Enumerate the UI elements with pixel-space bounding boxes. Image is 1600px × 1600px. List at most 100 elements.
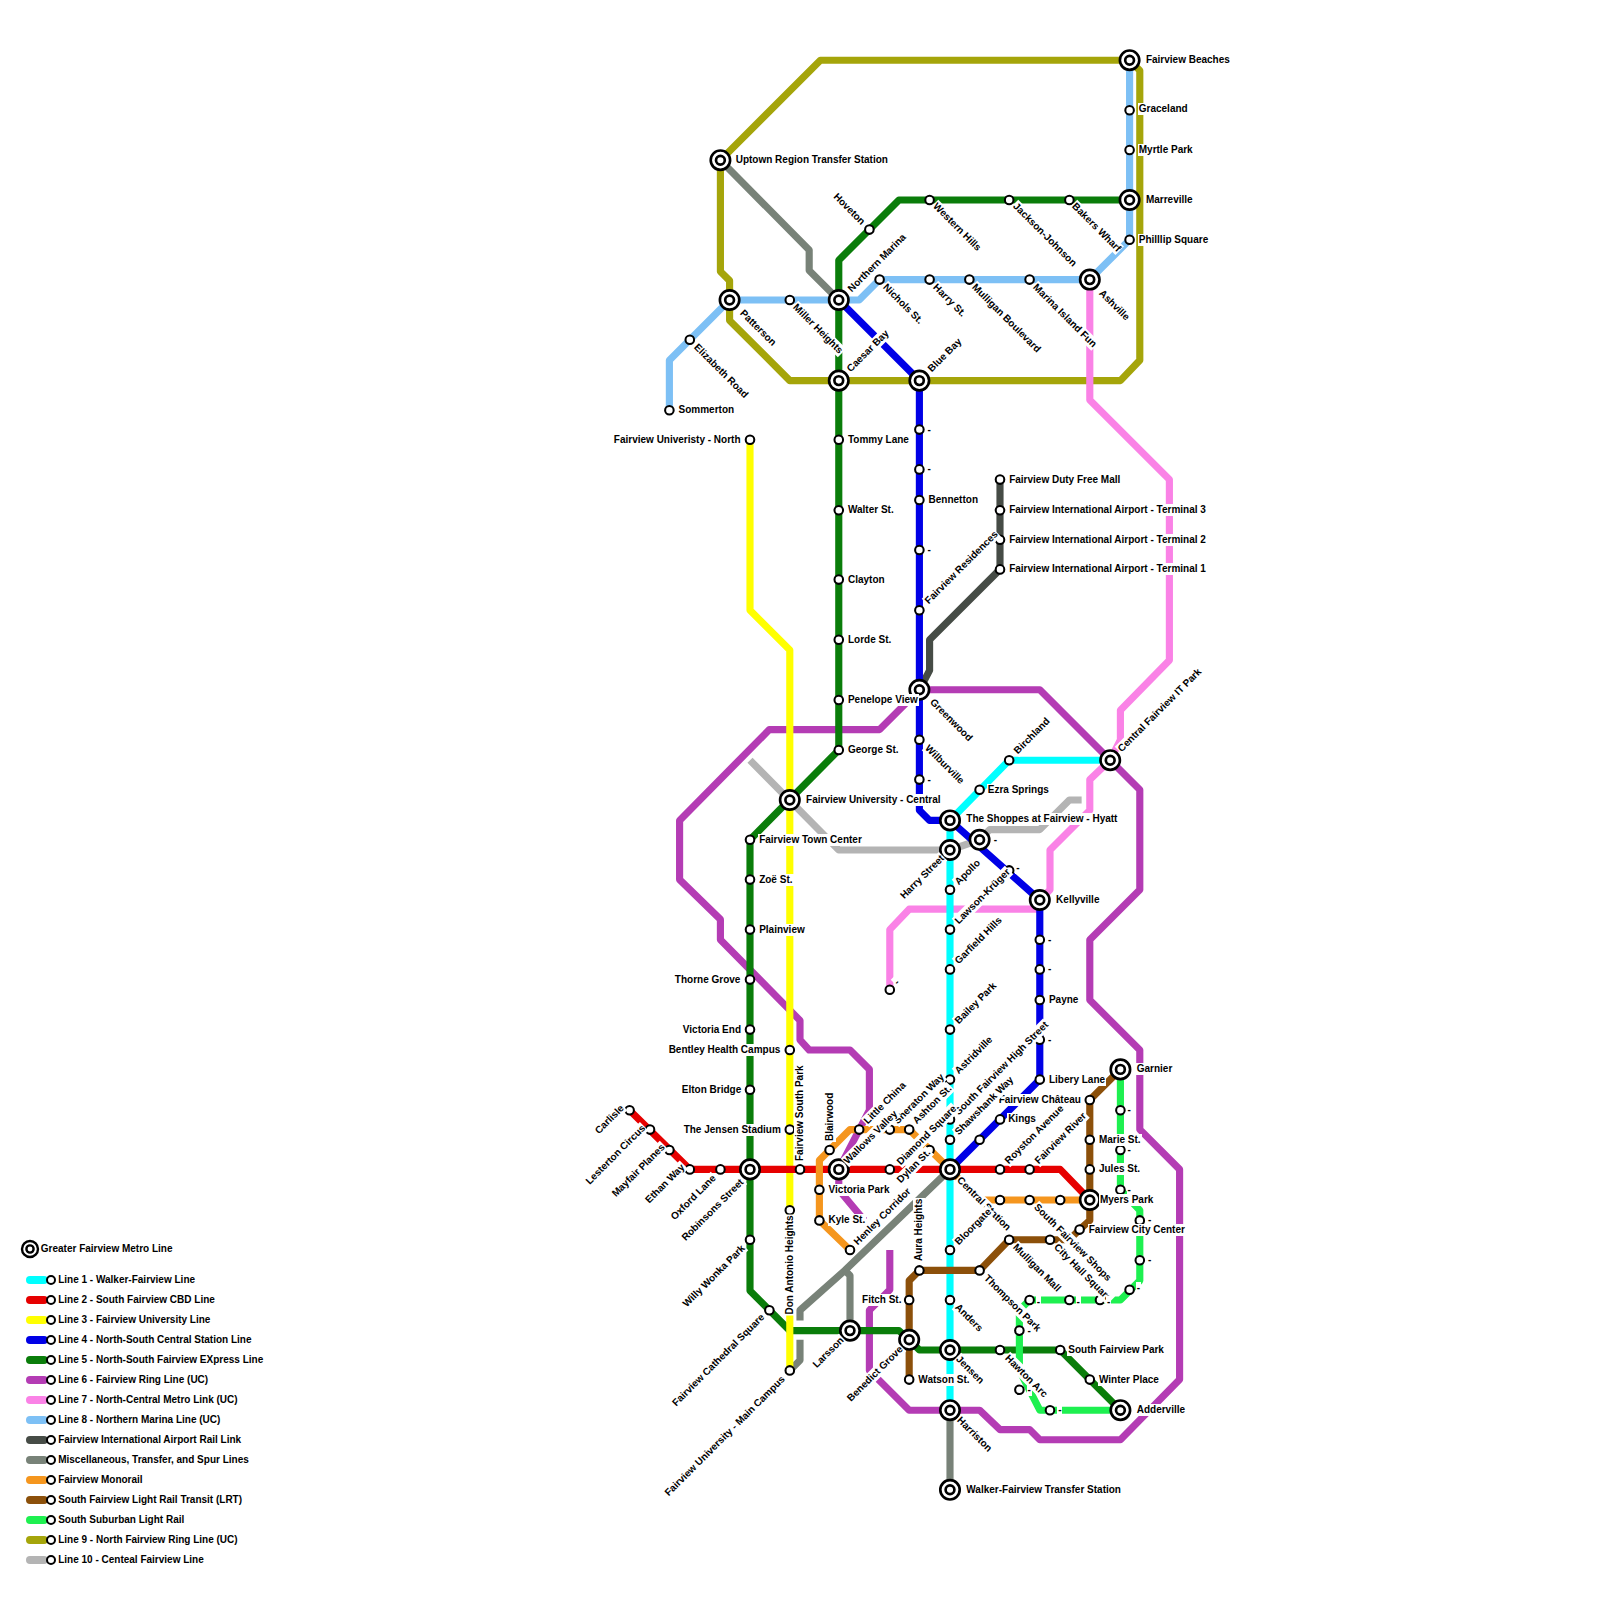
station-dot xyxy=(915,736,924,745)
station-label: Hoveton xyxy=(830,191,868,229)
interchange-symbol xyxy=(910,371,929,390)
station-label: - xyxy=(1047,963,1052,975)
station-dot xyxy=(915,775,924,784)
station-dot xyxy=(996,1196,1005,1205)
interchange-ring xyxy=(22,1241,38,1257)
station-dot xyxy=(746,925,755,934)
interchange-symbol xyxy=(1030,890,1049,909)
station-dot xyxy=(946,886,955,895)
legend-text: Fairview Monorail xyxy=(58,1473,142,1487)
interchange-ring xyxy=(1101,751,1120,770)
station-dot xyxy=(1086,1136,1095,1145)
interchange-symbol xyxy=(940,1480,959,1499)
station-dot xyxy=(996,1165,1005,1174)
station-label: Harry St. xyxy=(929,280,968,319)
interchange-symbol xyxy=(1120,190,1139,209)
interchange-ring xyxy=(940,1480,959,1499)
transit-line xyxy=(720,160,838,300)
interchange-ring xyxy=(940,1401,959,1420)
interchange-ring xyxy=(940,1160,959,1179)
interchange-ring xyxy=(1120,190,1139,209)
station-dot xyxy=(946,1246,955,1255)
station-dot xyxy=(996,506,1005,515)
legend-text: Greater Fairview Metro Line xyxy=(41,1242,173,1256)
legend-swatch xyxy=(26,1436,48,1444)
station-label: Payne xyxy=(1048,994,1079,1006)
station-label: Greenwood xyxy=(926,696,975,745)
station-dot xyxy=(1116,1106,1125,1115)
station-dot xyxy=(915,606,924,615)
interchange-ring xyxy=(940,811,959,830)
interchange-ring xyxy=(1080,270,1099,289)
station-label: Fairview Residences xyxy=(921,528,1000,607)
legend-swatch xyxy=(26,1496,48,1504)
station-dot xyxy=(1036,1075,1045,1084)
station-dot xyxy=(1116,1146,1125,1155)
station-dot xyxy=(946,965,955,974)
station-label: Blairwood xyxy=(824,1091,836,1141)
station-label: Lorde St. xyxy=(847,634,892,646)
station-dot xyxy=(1005,196,1014,205)
interchange-core xyxy=(1085,275,1094,284)
station-dot xyxy=(946,1136,955,1145)
legend-row: Greater Fairview Metro Line xyxy=(0,1242,320,1256)
station-label: Fairview Univeristy - North xyxy=(613,434,742,446)
station-label: Marreville xyxy=(1145,194,1194,206)
station-dot xyxy=(1075,1225,1084,1234)
station-label: Kellyville xyxy=(1055,894,1100,906)
station-label: Tommy Lane xyxy=(847,434,910,446)
station-dot xyxy=(834,436,843,445)
station-label: Willy Wonka Park xyxy=(680,1242,749,1311)
station-dot xyxy=(815,1186,824,1195)
interchange-symbol xyxy=(711,151,730,170)
legend-station-dot xyxy=(46,1475,56,1485)
legend-row: Line 5 - North-South Fairview EXpress Li… xyxy=(0,1353,320,1367)
legend-interchange-symbol xyxy=(20,1239,40,1259)
station-dot xyxy=(825,1146,834,1155)
station-dot xyxy=(1086,1165,1095,1174)
station-dot xyxy=(846,1246,855,1255)
station-dot xyxy=(996,475,1005,484)
station-label: Elton Bridge xyxy=(681,1084,742,1096)
interchange-symbol xyxy=(1111,1401,1130,1420)
legend-text: South Suburban Light Rail xyxy=(58,1513,184,1527)
interchange-symbol xyxy=(720,290,739,309)
station-label: Aura Heights xyxy=(913,1198,925,1262)
interchange-symbol xyxy=(1101,751,1120,770)
station-label: - xyxy=(1106,1296,1111,1308)
station-label: Fairview South Park xyxy=(794,1065,806,1163)
station-label: Anders xyxy=(952,1301,986,1335)
station-dot xyxy=(746,836,755,845)
station-dot xyxy=(765,1306,774,1315)
transit-line xyxy=(1040,280,1170,900)
station-label: - xyxy=(1047,934,1052,946)
station-dot xyxy=(946,925,955,934)
station-label: The Shoppes at Fairview - Hyatt xyxy=(965,813,1118,825)
legend-text: Line 3 - Fairview University Line xyxy=(58,1313,210,1327)
station-label: - xyxy=(1027,1325,1032,1337)
legend-station-dot xyxy=(46,1495,56,1505)
interchange-symbol xyxy=(1080,1190,1099,1209)
interchange-ring xyxy=(740,1160,759,1179)
station-dot xyxy=(1025,1196,1034,1205)
interchange-ring xyxy=(829,290,848,309)
station-dot xyxy=(915,496,924,505)
station-dot xyxy=(1025,1296,1034,1305)
station-dot xyxy=(1025,1165,1034,1174)
station-label: Caesar Bay xyxy=(844,327,892,375)
station-dot xyxy=(1125,236,1134,245)
station-dot xyxy=(786,296,795,305)
station-dot xyxy=(915,465,924,474)
station-label: - xyxy=(1047,1034,1052,1046)
station-label: - xyxy=(927,424,932,436)
station-dot xyxy=(834,506,843,515)
station-dot xyxy=(1065,1296,1074,1305)
station-label: Libery Lane xyxy=(1048,1074,1106,1086)
station-label: Carlisle xyxy=(592,1102,627,1137)
station-dot xyxy=(905,1375,914,1384)
station-label: - xyxy=(1015,862,1020,874)
station-label: Zoë St. xyxy=(758,874,793,886)
interchange-core xyxy=(716,156,725,165)
station-dot xyxy=(886,986,895,995)
legend-text: Line 9 - North Fairview Ring Line (UC) xyxy=(58,1533,237,1547)
